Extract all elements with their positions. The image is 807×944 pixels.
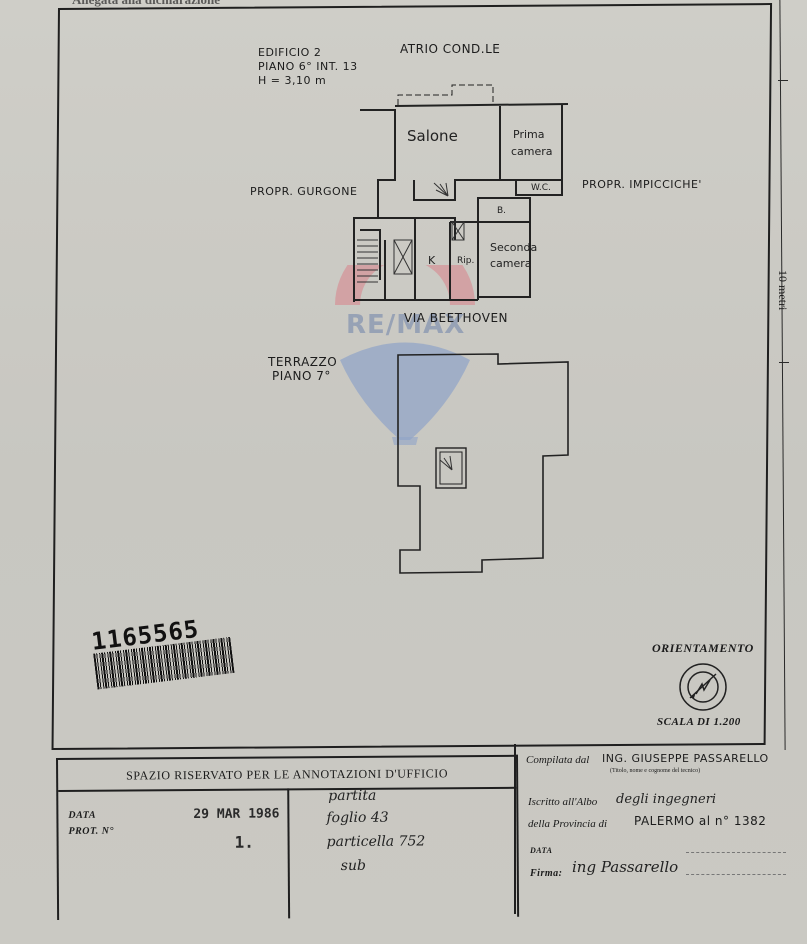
compiler-prefix: Compilata dal [526, 754, 590, 766]
office-divider [287, 788, 291, 919]
firma-label: Firma: [530, 868, 563, 879]
room-salone: Salone [407, 127, 458, 145]
atrio-label: ATRIO COND.LE [400, 42, 501, 56]
scale-tick [778, 80, 788, 81]
street-label: VIA BEETHOVEN [404, 311, 509, 325]
provincia-value: PALERMO al n° 1382 [634, 814, 767, 828]
note-particella: particella 752 [326, 833, 426, 851]
compiler-name: ING. GIUSEPPE PASSARELLO [602, 752, 769, 765]
albo-value: degli ingegneri [616, 792, 717, 807]
compass-north-arrow-icon [679, 663, 727, 711]
protocol-number: 1. [234, 832, 254, 852]
provincia-prefix: della Provincia di [528, 818, 608, 830]
remax-watermark-text: RE/MAX [346, 310, 466, 340]
signature-dotted-line [686, 874, 786, 875]
note-sub: sub [340, 857, 366, 875]
room-kitchen: K [428, 254, 436, 267]
right-neighbor-label: PROPR. IMPICCICHE' [582, 178, 702, 191]
albo-prefix: Iscritto all'Albo [528, 796, 598, 808]
room-bagno: B. [497, 206, 507, 216]
compiler-block: Compilata dal ING. GIUSEPPE PASSARELLO (… [514, 744, 796, 914]
orientation-title: ORIENTAMENTO [652, 641, 754, 655]
compiler-data-label: DATA [530, 846, 553, 855]
room-prima-camera: Prima camera [511, 128, 553, 158]
top-caption: Allegata alla dichiarazione [72, 0, 220, 8]
terrace-label: TERRAZZO PIANO 7° [268, 355, 338, 383]
note-foglio: foglio 43 [326, 809, 389, 827]
signature: ing Passarello [572, 858, 679, 876]
office-annotations-box: SPAZIO RISERVATO PER LE ANNOTAZIONI D'UF… [56, 754, 520, 920]
room-ripostiglio: Rip. [457, 256, 475, 266]
note-partita: partita [328, 787, 377, 805]
date-dotted-line [686, 852, 786, 853]
left-neighbor-label: PROPR. GURGONE [250, 185, 358, 198]
scale-tick [779, 362, 789, 363]
room-seconda-camera: Seconda camera [490, 241, 538, 270]
room-wc: W.C. [531, 183, 551, 193]
date-stamp: 29 MAR 1986 [193, 806, 280, 823]
scale-text: SCALA DI 1.200 [657, 716, 741, 728]
office-header: SPAZIO RISERVATO PER LE ANNOTAZIONI D'UF… [58, 756, 517, 792]
prot-label: PROT. N° [68, 825, 114, 837]
compiler-hint: (Titolo, nome e cognome del tecnico) [610, 768, 701, 774]
data-label: DATA [68, 809, 97, 821]
building-info: EDIFICIO 2 PIANO 6° INT. 13 H = 3,10 m [258, 46, 358, 87]
